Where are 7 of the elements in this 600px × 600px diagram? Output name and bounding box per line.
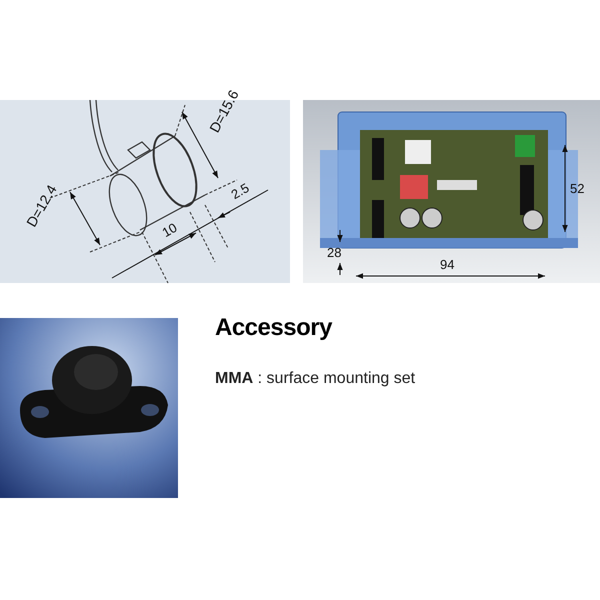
dimension-label: 52 <box>570 182 584 195</box>
dimension-label: 94 <box>440 258 454 271</box>
heading: Accessory <box>215 314 332 342</box>
accessory-description: MMA : surface mounting set <box>215 370 416 388</box>
dimension-label: 2.5 <box>229 180 252 202</box>
dimension-label: 28 <box>327 246 342 259</box>
dimension-label: 10 <box>160 220 180 240</box>
